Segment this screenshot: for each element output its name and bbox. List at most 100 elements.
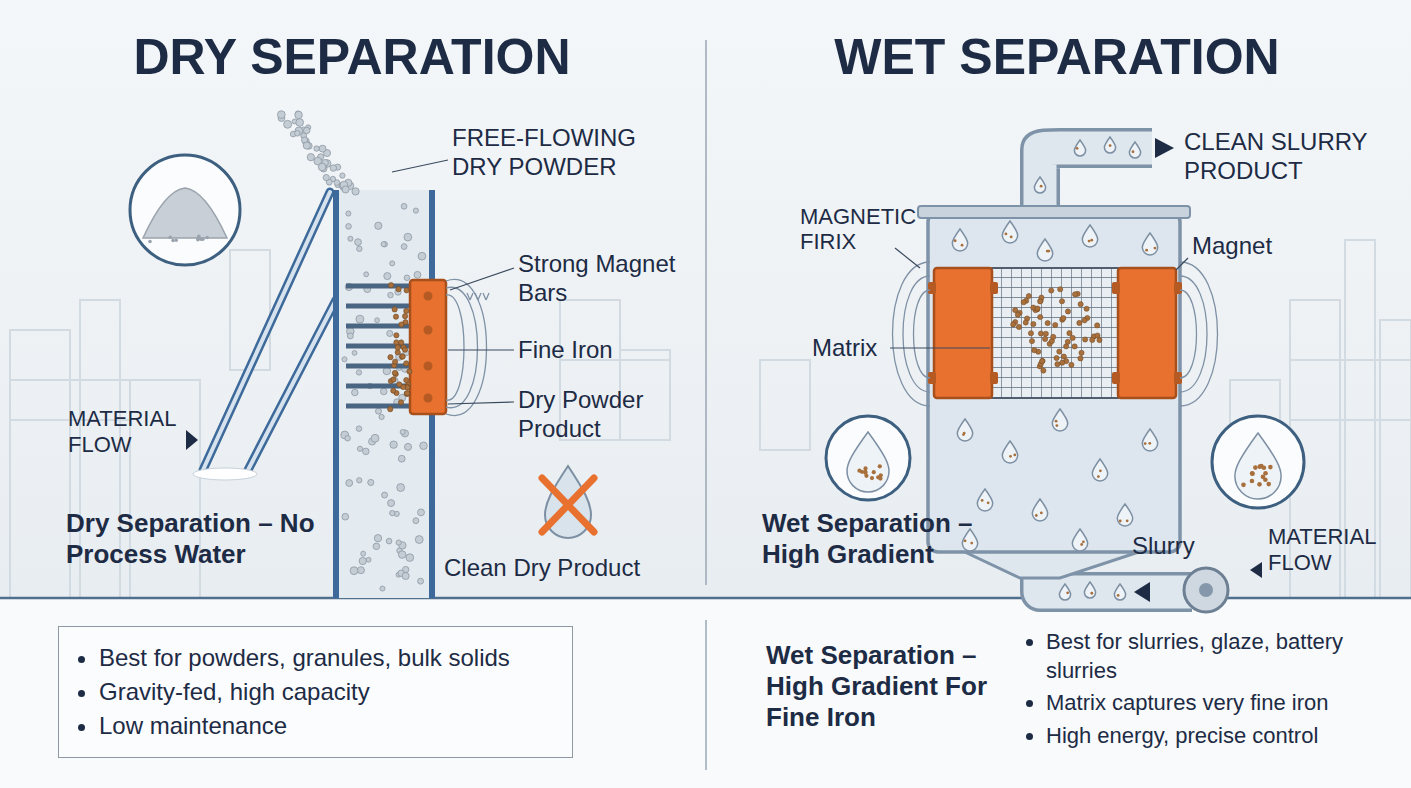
- field-line: [446, 280, 487, 416]
- iron-particle: [1257, 464, 1262, 469]
- powder-particle: [396, 540, 401, 545]
- powder-particle: [359, 557, 366, 564]
- fine-iron-particle: [392, 307, 397, 312]
- part-label: CLEAN SLURRY PRODUCT: [1184, 128, 1404, 186]
- separator-vessel: [928, 212, 1180, 552]
- section-title: DRY SEPARATION: [52, 30, 652, 85]
- powder-particle: [401, 244, 407, 250]
- powder-particle: [375, 408, 381, 414]
- bullet-point: Best for powders, granules, bulk solids: [99, 641, 554, 675]
- powder-particle: [400, 429, 405, 434]
- magnet-bolt: [424, 326, 433, 335]
- bullet-point: Best for slurries, glaze, battery slurri…: [1046, 628, 1394, 685]
- flow-arrow: [1250, 562, 1262, 578]
- iron-particle: [1266, 482, 1271, 487]
- no-water-cross: [542, 478, 594, 532]
- powder-particle: [379, 414, 384, 419]
- iron-particle: [1241, 483, 1246, 488]
- field-line: [893, 262, 931, 406]
- captured-iron: [1070, 335, 1075, 340]
- powder-particle: [404, 275, 410, 281]
- iron-particle: [970, 542, 973, 545]
- powder-particle: [334, 180, 340, 186]
- divider: [705, 620, 707, 770]
- top-ground: [0, 0, 1411, 598]
- factory-building: [1380, 320, 1411, 598]
- slurry-icon: [1212, 416, 1304, 508]
- captured-iron: [1041, 368, 1046, 373]
- powder-particle: [371, 434, 379, 442]
- iron-particle: [1132, 150, 1135, 153]
- captured-iron: [1015, 312, 1020, 317]
- leader-line: [450, 268, 514, 290]
- bottom-ground: [0, 598, 1411, 788]
- slurry-droplet: [1104, 137, 1115, 153]
- fine-iron-particle: [397, 382, 402, 387]
- fine-iron-particle: [399, 354, 404, 359]
- part-label: FREE-FLOWING DRY POWDER: [452, 124, 692, 182]
- powder-particle: [346, 224, 352, 230]
- powder-particle: [342, 186, 349, 193]
- fine-iron-particle: [404, 377, 409, 382]
- powder-grain: [171, 239, 175, 243]
- leader-line: [1176, 258, 1188, 270]
- captured-iron: [1035, 306, 1040, 311]
- iron-particle: [1009, 455, 1012, 458]
- powder-particle: [307, 153, 314, 160]
- powder-particle: [402, 572, 409, 579]
- iron-particle: [1148, 442, 1151, 445]
- part-label: Magnet: [1192, 232, 1302, 261]
- iron-particle: [981, 499, 984, 502]
- powder-particle: [356, 426, 362, 432]
- leader-line: [448, 402, 514, 404]
- captured-iron: [1057, 349, 1062, 354]
- captured-iron: [1049, 288, 1054, 293]
- powder-particle: [404, 443, 411, 450]
- field-line: [1180, 290, 1197, 378]
- captured-iron: [1055, 362, 1060, 367]
- slurry-droplet: [1117, 504, 1132, 526]
- iron-particle: [1144, 442, 1147, 445]
- powder-particle: [352, 188, 359, 195]
- powder-particle: [342, 357, 347, 362]
- captured-iron: [1072, 344, 1077, 349]
- powder-particle: [420, 442, 428, 450]
- part-label: Matrix: [812, 334, 890, 363]
- field-line: [446, 295, 464, 400]
- magnet-bolt: [1174, 282, 1182, 294]
- captured-iron: [1032, 348, 1037, 353]
- slurry-droplet: [1059, 584, 1070, 600]
- part-label: MATERIAL FLOW: [1268, 524, 1400, 577]
- captured-iron: [1038, 314, 1043, 319]
- powder-particle: [382, 242, 387, 247]
- iron-particle: [1013, 454, 1016, 457]
- iron-particle: [1099, 469, 1102, 472]
- captured-iron: [1054, 355, 1059, 360]
- magnet-bolt: [990, 372, 998, 384]
- field-arrow: [483, 293, 489, 300]
- iron-particle: [1117, 594, 1120, 597]
- slurry-droplet: [1052, 409, 1067, 431]
- powder-particle: [404, 233, 412, 241]
- captured-iron: [1038, 331, 1043, 336]
- powder-grain: [205, 236, 209, 240]
- field-line: [1180, 262, 1218, 406]
- magnet-housing: [410, 280, 446, 414]
- fine-iron-particle: [405, 391, 410, 396]
- captured-iron: [1078, 356, 1083, 361]
- bullet-point: Matrix captures very fine iron: [1046, 689, 1394, 718]
- iron-particle: [987, 501, 990, 504]
- magnet-bolt: [424, 362, 433, 371]
- fine-iron-particle: [392, 370, 397, 375]
- fine-iron-particle: [391, 377, 396, 382]
- powder-particle: [303, 127, 309, 133]
- slurry-droplet: [1002, 441, 1017, 463]
- magnet-bolt: [928, 282, 936, 294]
- fine-iron-particle: [388, 283, 393, 288]
- iron-particle: [872, 470, 876, 474]
- powder-particle: [330, 165, 336, 171]
- magnet-bar: [346, 284, 412, 289]
- fine-iron-particle: [395, 345, 400, 350]
- iron-particle: [964, 539, 967, 542]
- powder-particle: [414, 271, 421, 278]
